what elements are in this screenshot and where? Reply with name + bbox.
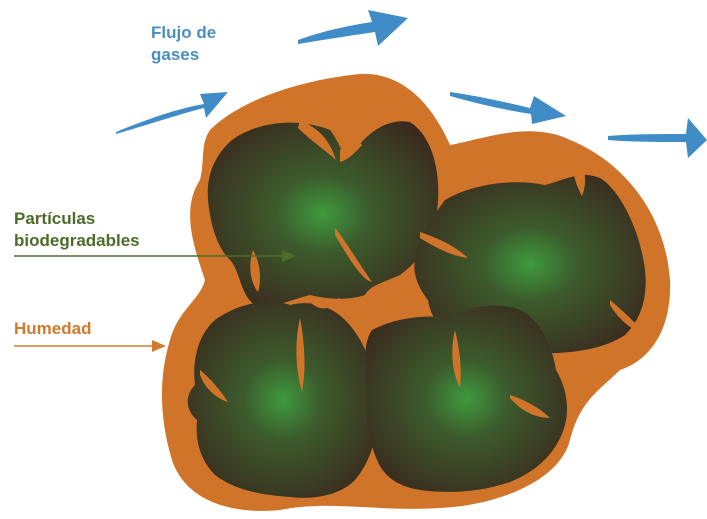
particle-bottom-left (188, 302, 379, 498)
particle-bottom-right (365, 306, 567, 492)
gas-flow-arrow-4 (608, 118, 707, 158)
particles-label-line2: biodegradables (14, 230, 140, 252)
moisture-pointer-arrowhead (152, 340, 166, 352)
gas-flow-label-line2: gases (151, 44, 216, 66)
gas-flow-arrow-3 (450, 92, 566, 124)
moisture-label-text: Humedad (14, 318, 91, 340)
moisture-label: Humedad (14, 318, 91, 340)
particles-label-line1: Partículas (14, 208, 140, 230)
particles-label: Partículas biodegradables (14, 208, 140, 252)
gas-flow-arrow-2 (298, 10, 408, 46)
gas-flow-arrow-1 (116, 92, 228, 134)
gas-flow-label-line1: Flujo de (151, 22, 216, 44)
gas-flow-label: Flujo de gases (151, 22, 216, 66)
